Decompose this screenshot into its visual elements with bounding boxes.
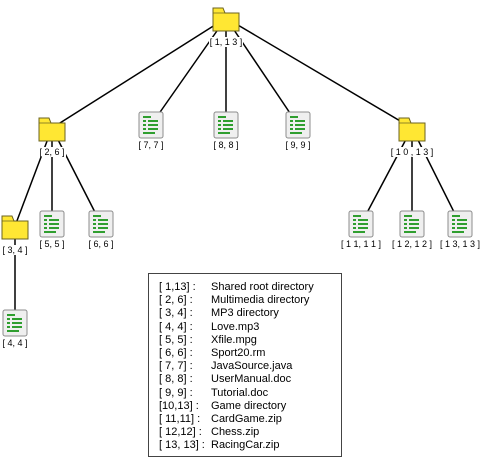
file-node: [ 6, 6 ] (71, 210, 131, 249)
document-icon (268, 111, 328, 139)
legend-desc: Multimedia directory (211, 294, 310, 307)
tree-edge (150, 17, 227, 126)
tree-edge (225, 17, 413, 129)
legend-row: [ 7, 7] : JavaSource.java (159, 360, 341, 373)
legend-row: [10,13] : Game directory (159, 400, 341, 413)
legend-box: [ 1,13] : Shared root directory [ 2, 6] :… (148, 273, 342, 457)
document-icon (0, 309, 45, 337)
legend-desc: RacingCar.zip (211, 439, 280, 452)
legend-row: [ 13, 13] : RacingCar.zip (159, 439, 341, 452)
legend-key: [ 6, 6] : (159, 347, 193, 360)
legend-key: [ 1,13] : (159, 281, 196, 293)
legend-key: [ 2, 6] : (159, 294, 193, 307)
legend-key: [ 4, 4] : (159, 320, 193, 333)
legend-desc: Sport20.rm (211, 347, 266, 360)
tree-edge (411, 127, 461, 225)
legend-key: [ 5, 5] : (159, 333, 193, 346)
legend-row: [ 11,11] : CardGame.zip (159, 413, 341, 426)
document-icon (71, 210, 131, 238)
legend-desc: Love.mp3 (211, 320, 260, 333)
tree-edge (225, 17, 299, 126)
folder-node: [ 3, 4 ] (0, 212, 45, 258)
legend-key: [ 11,11] : (159, 413, 201, 426)
node-label: [ 3, 4 ] (1, 245, 29, 255)
file-node: [ 1 3, 1 3 ] (430, 210, 490, 249)
legend-desc: Xfile.mpg (211, 333, 257, 346)
document-icon (382, 210, 442, 238)
folder-node: [ 1 0 , 1 3 ] (382, 114, 442, 160)
legend-desc: Tutorial.doc (211, 386, 269, 399)
legend-desc: JavaSource.java (211, 360, 293, 373)
file-node: [ 5, 5 ] (22, 210, 82, 249)
legend-row: [ 1,13] : Shared root directory (159, 281, 341, 294)
node-label: [ 1 1, 1 1 ] (340, 239, 382, 249)
legend-desc: Game directory (211, 399, 287, 412)
file-node: [ 7, 7 ] (121, 111, 181, 150)
folder-icon (382, 114, 442, 142)
document-icon (331, 210, 391, 238)
node-label: [ 7, 7 ] (138, 140, 164, 150)
legend-key: [10,13] : (159, 399, 199, 412)
document-icon (121, 111, 181, 139)
legend-row: [ 2, 6] : Multimedia directory (159, 294, 341, 307)
legend-desc: UserManual.doc (211, 373, 292, 386)
tree-edges (14, 17, 461, 323)
node-label: [ 1, 1 3 ] (208, 37, 244, 47)
legend-row: [ 4, 4] : Love.mp3 (159, 321, 341, 334)
node-label: [ 1 3, 1 3 ] (439, 239, 481, 249)
folder-icon (0, 212, 45, 240)
folder-node: [ 1, 1 3 ] (196, 4, 256, 50)
folder-icon (22, 114, 82, 142)
legend-key: [ 3, 4] : (159, 307, 193, 320)
legend-row: [ 3, 4] : MP3 directory (159, 307, 341, 320)
folder-icon (196, 4, 256, 32)
legend-key: [ 7, 7] : (159, 360, 193, 373)
tree-edge (360, 127, 413, 225)
node-label: [ 4, 4 ] (2, 338, 28, 348)
tree-edge (14, 127, 53, 227)
node-label: [ 6, 6 ] (88, 239, 114, 249)
legend-desc: MP3 directory (211, 307, 279, 320)
legend-row: [ 6, 6] : Sport20.rm (159, 347, 341, 360)
legend-row: [ 9, 9] : Tutorial.doc (159, 387, 341, 400)
legend-desc: Chess.zip (211, 426, 260, 439)
node-label: [ 2, 6 ] (38, 147, 66, 157)
node-label: [ 8, 8 ] (213, 140, 239, 150)
document-icon (196, 111, 256, 139)
node-label: [ 9, 9 ] (285, 140, 311, 150)
node-label: [ 1 0 , 1 3 ] (389, 147, 435, 157)
file-node: [ 4, 4 ] (0, 309, 45, 348)
legend-key: [ 8, 8] : (159, 373, 193, 386)
legend-row: [ 5, 5] : Xfile.mpg (159, 334, 341, 347)
file-node: [ 8, 8 ] (196, 111, 256, 150)
legend-row: [ 12,12] : Chess.zip (159, 426, 341, 439)
node-label: [ 1 2, 1 2 ] (391, 239, 433, 249)
tree-edge (51, 127, 102, 225)
node-label: [ 5, 5 ] (39, 239, 65, 249)
legend-key: [ 13, 13] : (159, 439, 205, 452)
legend-desc: Shared root directory (211, 281, 314, 293)
legend-key: [ 12,12] : (159, 426, 202, 439)
folder-node: [ 2, 6 ] (22, 114, 82, 160)
tree-edge (51, 17, 227, 129)
legend-desc: CardGame.zip (211, 413, 282, 426)
document-icon (22, 210, 82, 238)
legend-row: [ 8, 8] : UserManual.doc (159, 373, 341, 386)
file-node: [ 1 1, 1 1 ] (331, 210, 391, 249)
file-node: [ 1 2, 1 2 ] (382, 210, 442, 249)
document-icon (430, 210, 490, 238)
file-node: [ 9, 9 ] (268, 111, 328, 150)
legend-key: [ 9, 9] : (159, 386, 193, 399)
